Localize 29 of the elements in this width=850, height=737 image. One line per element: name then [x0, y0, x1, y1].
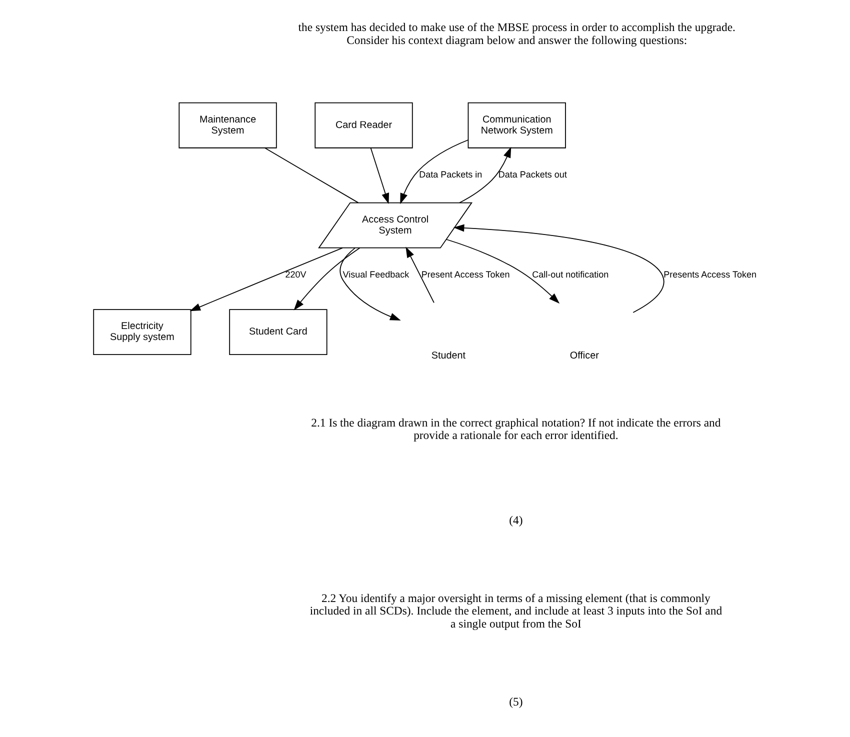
node-box: Student Card — [229, 309, 328, 355]
arrow — [340, 248, 401, 321]
arrow — [294, 248, 360, 310]
arrow — [370, 148, 390, 204]
arrow — [446, 238, 560, 304]
edge-label: 220V — [285, 270, 306, 280]
edge-label: Present Access Token — [421, 270, 510, 280]
arrow — [453, 224, 664, 313]
label: (4) — [509, 514, 523, 527]
edge-label: Presents Access Token — [664, 270, 756, 280]
label: 2.2 You identify a major oversight in terms of a missing element (that is commonly included in all SCDs). Include the element, and include at least 3 inputs into the SoI and a single output from the SoI — [310, 592, 722, 630]
arrow — [459, 146, 512, 204]
arrow — [190, 247, 343, 312]
arrow — [400, 140, 469, 204]
node-box: Card Reader — [314, 102, 413, 148]
connector — [264, 148, 359, 204]
edge-label: Data Packets out — [498, 170, 567, 180]
node-box: Maintenance System — [178, 102, 277, 148]
node-box: Electricity Supply system — [93, 309, 192, 355]
node-text: Student — [431, 350, 466, 362]
node-text: Officer — [570, 350, 599, 362]
edge-label: Data Packets in — [419, 170, 482, 180]
edge-label: Call-out notification — [532, 270, 609, 280]
label: 2.1 Is the diagram drawn in the correct graphical notation? If not indicate the errors and provide a rationale for each error identified. — [311, 416, 721, 442]
arrow — [406, 246, 434, 304]
label: (5) — [509, 696, 523, 709]
edge-label: Visual Feedback — [342, 270, 410, 280]
node-box: Communication Network System — [468, 102, 566, 148]
label: the system has decided to make use of the MBSE process in order to accomplish the upgrade. Consider his context diagram below and answer the following questions: — [298, 21, 736, 47]
